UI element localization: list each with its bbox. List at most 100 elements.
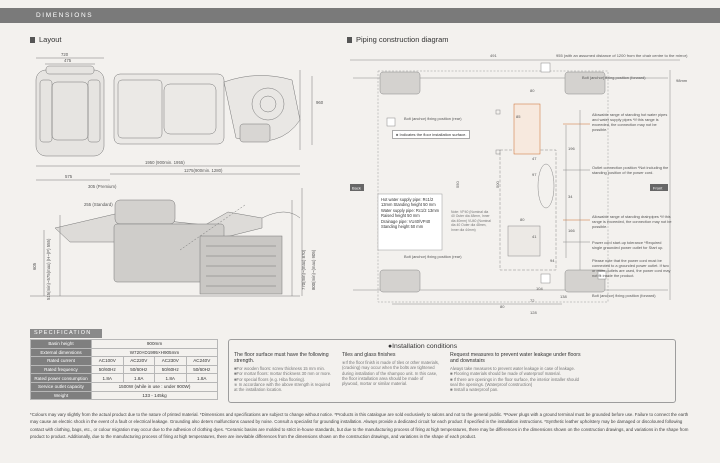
dim-491: 491 [490, 53, 497, 58]
spec-value: 1.8A [122, 373, 155, 383]
spec-value: AC240V [185, 356, 218, 366]
piping-diagram: 491 955 (with an assumed distance of 120… [350, 53, 688, 315]
dim-255: 255 (Standard) [84, 202, 113, 207]
condition-line: seal the openings. (Waterproof construct… [450, 381, 533, 387]
spec-value: AC220V [122, 356, 155, 366]
dim-575: 575 [65, 174, 73, 179]
bolt-top-label: Bolt (anchor) fixing position (forward) [582, 75, 646, 80]
front-label: Front [653, 186, 663, 191]
condition-water-leakage: Request measures to prevent water leakag… [450, 352, 590, 392]
condition-line: ■For wooden floors: screw thickness 15 m… [234, 366, 325, 371]
condition-line: ■ Install a waterproof pan. [450, 387, 499, 393]
dim-72: 72 [530, 298, 535, 303]
dim-97: 97 [532, 172, 537, 177]
spec-label: Service outlet capacity [30, 381, 92, 392]
dim-94: 94 [550, 258, 555, 263]
spec-value: W720×D1995×H905mm [91, 347, 218, 358]
dim-166: 166 [568, 228, 575, 233]
bullet-square-icon [347, 36, 352, 43]
dim-138: 138 [560, 294, 567, 299]
front-marker [650, 184, 668, 191]
pipe-spec-text: Hot water supply pipe: Rc1/2 13mm Standi… [381, 197, 440, 230]
dim-305: 305 (Premium) [88, 184, 117, 189]
condition-line: ■ If there are openings in the floor sur… [450, 376, 579, 382]
spec-banner: SPECIFICATION [30, 329, 102, 338]
dim-960: 960 [316, 100, 324, 105]
spec-value: 50/60Hz [122, 364, 155, 375]
dim-1275: 1275(900min. 1280) [184, 168, 223, 173]
dim-80c: 80 [500, 304, 505, 309]
condition-line: ※ In accordance with the above strength … [234, 381, 331, 393]
condition-line: ■ Flooring materials should be made of w… [450, 371, 561, 377]
layout-drawing: 720 475 960 1950 (900min. 1955) 1275(900… [30, 52, 324, 300]
footer-disclaimer: *Colours may vary slightly from the actu… [30, 412, 689, 440]
dim-1950: 1950 (900min. 1955) [145, 160, 185, 165]
condition-tiles-glass: Tiles and glass finishes ※If the floor f… [342, 352, 442, 386]
dim-80b: 80 [520, 217, 525, 222]
condition-line: the floor installation area should be ma… [342, 375, 424, 381]
condition-tiles-glass-head: Tiles and glass finishes [342, 352, 396, 358]
spec-value: 1.8A [185, 373, 218, 383]
dim-500: 500 [495, 181, 500, 188]
dim-128: 128 [530, 310, 537, 315]
condition-line: Always take measures to prevent water le… [450, 366, 575, 371]
layout-section-title: Layout [30, 35, 62, 44]
dim-770-870: 770(min)~(max) 870) [301, 249, 306, 290]
bolt-bottom-label: Bolt (anchor) fixing position (forward) [592, 293, 656, 298]
dim-104: 104 [536, 286, 543, 291]
condition-water-leakage-head: Request measures to prevent water leakag… [450, 352, 581, 364]
spec-label: Rated current [30, 356, 92, 366]
dim-85: 85 [516, 114, 521, 119]
installation-conditions-box [228, 339, 676, 403]
dim-80a: 80 [530, 88, 535, 93]
spec-value: 133 - 145kg [91, 390, 218, 401]
pipe-note-text: Note: VP40 (Nominal dia 40 Outer dia 48m… [451, 210, 491, 232]
piping-section-title: Piping construction diagram [347, 35, 449, 44]
spec-label: Weight [30, 390, 92, 401]
dim-955: 955 (with an assumed distance of 1200 fr… [556, 53, 688, 58]
spec-value: AC230V [154, 356, 187, 366]
dim-800-905: 800(min)~(max) 905) [311, 249, 316, 290]
dim-605: 605 [32, 262, 37, 270]
spec-label: External dimensions [30, 347, 92, 358]
bolt-low-label: Bolt (anchor) fixing position (rear) [404, 254, 462, 259]
condition-floor-strength: The floor surface must have the followin… [234, 352, 332, 392]
dim-47: 47 [532, 156, 537, 161]
power-detail-note: Please note that the power cord must be … [592, 258, 671, 278]
spec-value: 1.8A [91, 373, 124, 383]
condition-line: (cracking) may occur when the bolts are … [342, 365, 435, 371]
drain-range-note: Allowable range of standing drainpipes *… [592, 214, 672, 229]
dim-196: 196 [568, 146, 575, 151]
section-banner-dimensions: DIMENSIONS [0, 8, 720, 23]
indicator-icon: ■ [396, 132, 400, 137]
spec-label: Rated frequency [30, 364, 92, 375]
spec-value: 900mm [91, 339, 218, 349]
condition-line: plywood, mortar or similar material. [342, 381, 408, 387]
condition-line: ■For special floors (e.g. Hiba flooring)… [234, 376, 306, 382]
spec-label: Basin height [30, 339, 92, 349]
spec-value: 50/60Hz [91, 364, 124, 375]
dim-550: 550 [455, 181, 460, 188]
floor-pos-note: ■ Indicates the floor installation surfa… [392, 130, 471, 139]
back-label: Back [352, 186, 361, 191]
spec-value: 1.8A [154, 373, 187, 383]
bolt-mid-label: Bolt (anchor) fixing position (rear) [404, 116, 462, 121]
piping-title-text: Piping construction diagram [356, 35, 449, 44]
dim-34: 34 [568, 194, 573, 199]
condition-line: during installation of the shampoo unit.… [342, 370, 438, 376]
installation-conditions-title: ●Installation conditions [386, 343, 460, 350]
bullet-square-icon [30, 36, 35, 43]
condition-floor-strength-head: The floor surface must have the followin… [234, 352, 329, 364]
spec-value: 1500W (while in use : under 900W) [91, 381, 218, 392]
outlet-note: Outlet connection position *Not includin… [592, 165, 669, 175]
layout-title-text: Layout [39, 35, 62, 44]
power-note: Power cord start-up tolerance *Required … [592, 240, 664, 250]
dim-720: 720 [61, 52, 69, 57]
